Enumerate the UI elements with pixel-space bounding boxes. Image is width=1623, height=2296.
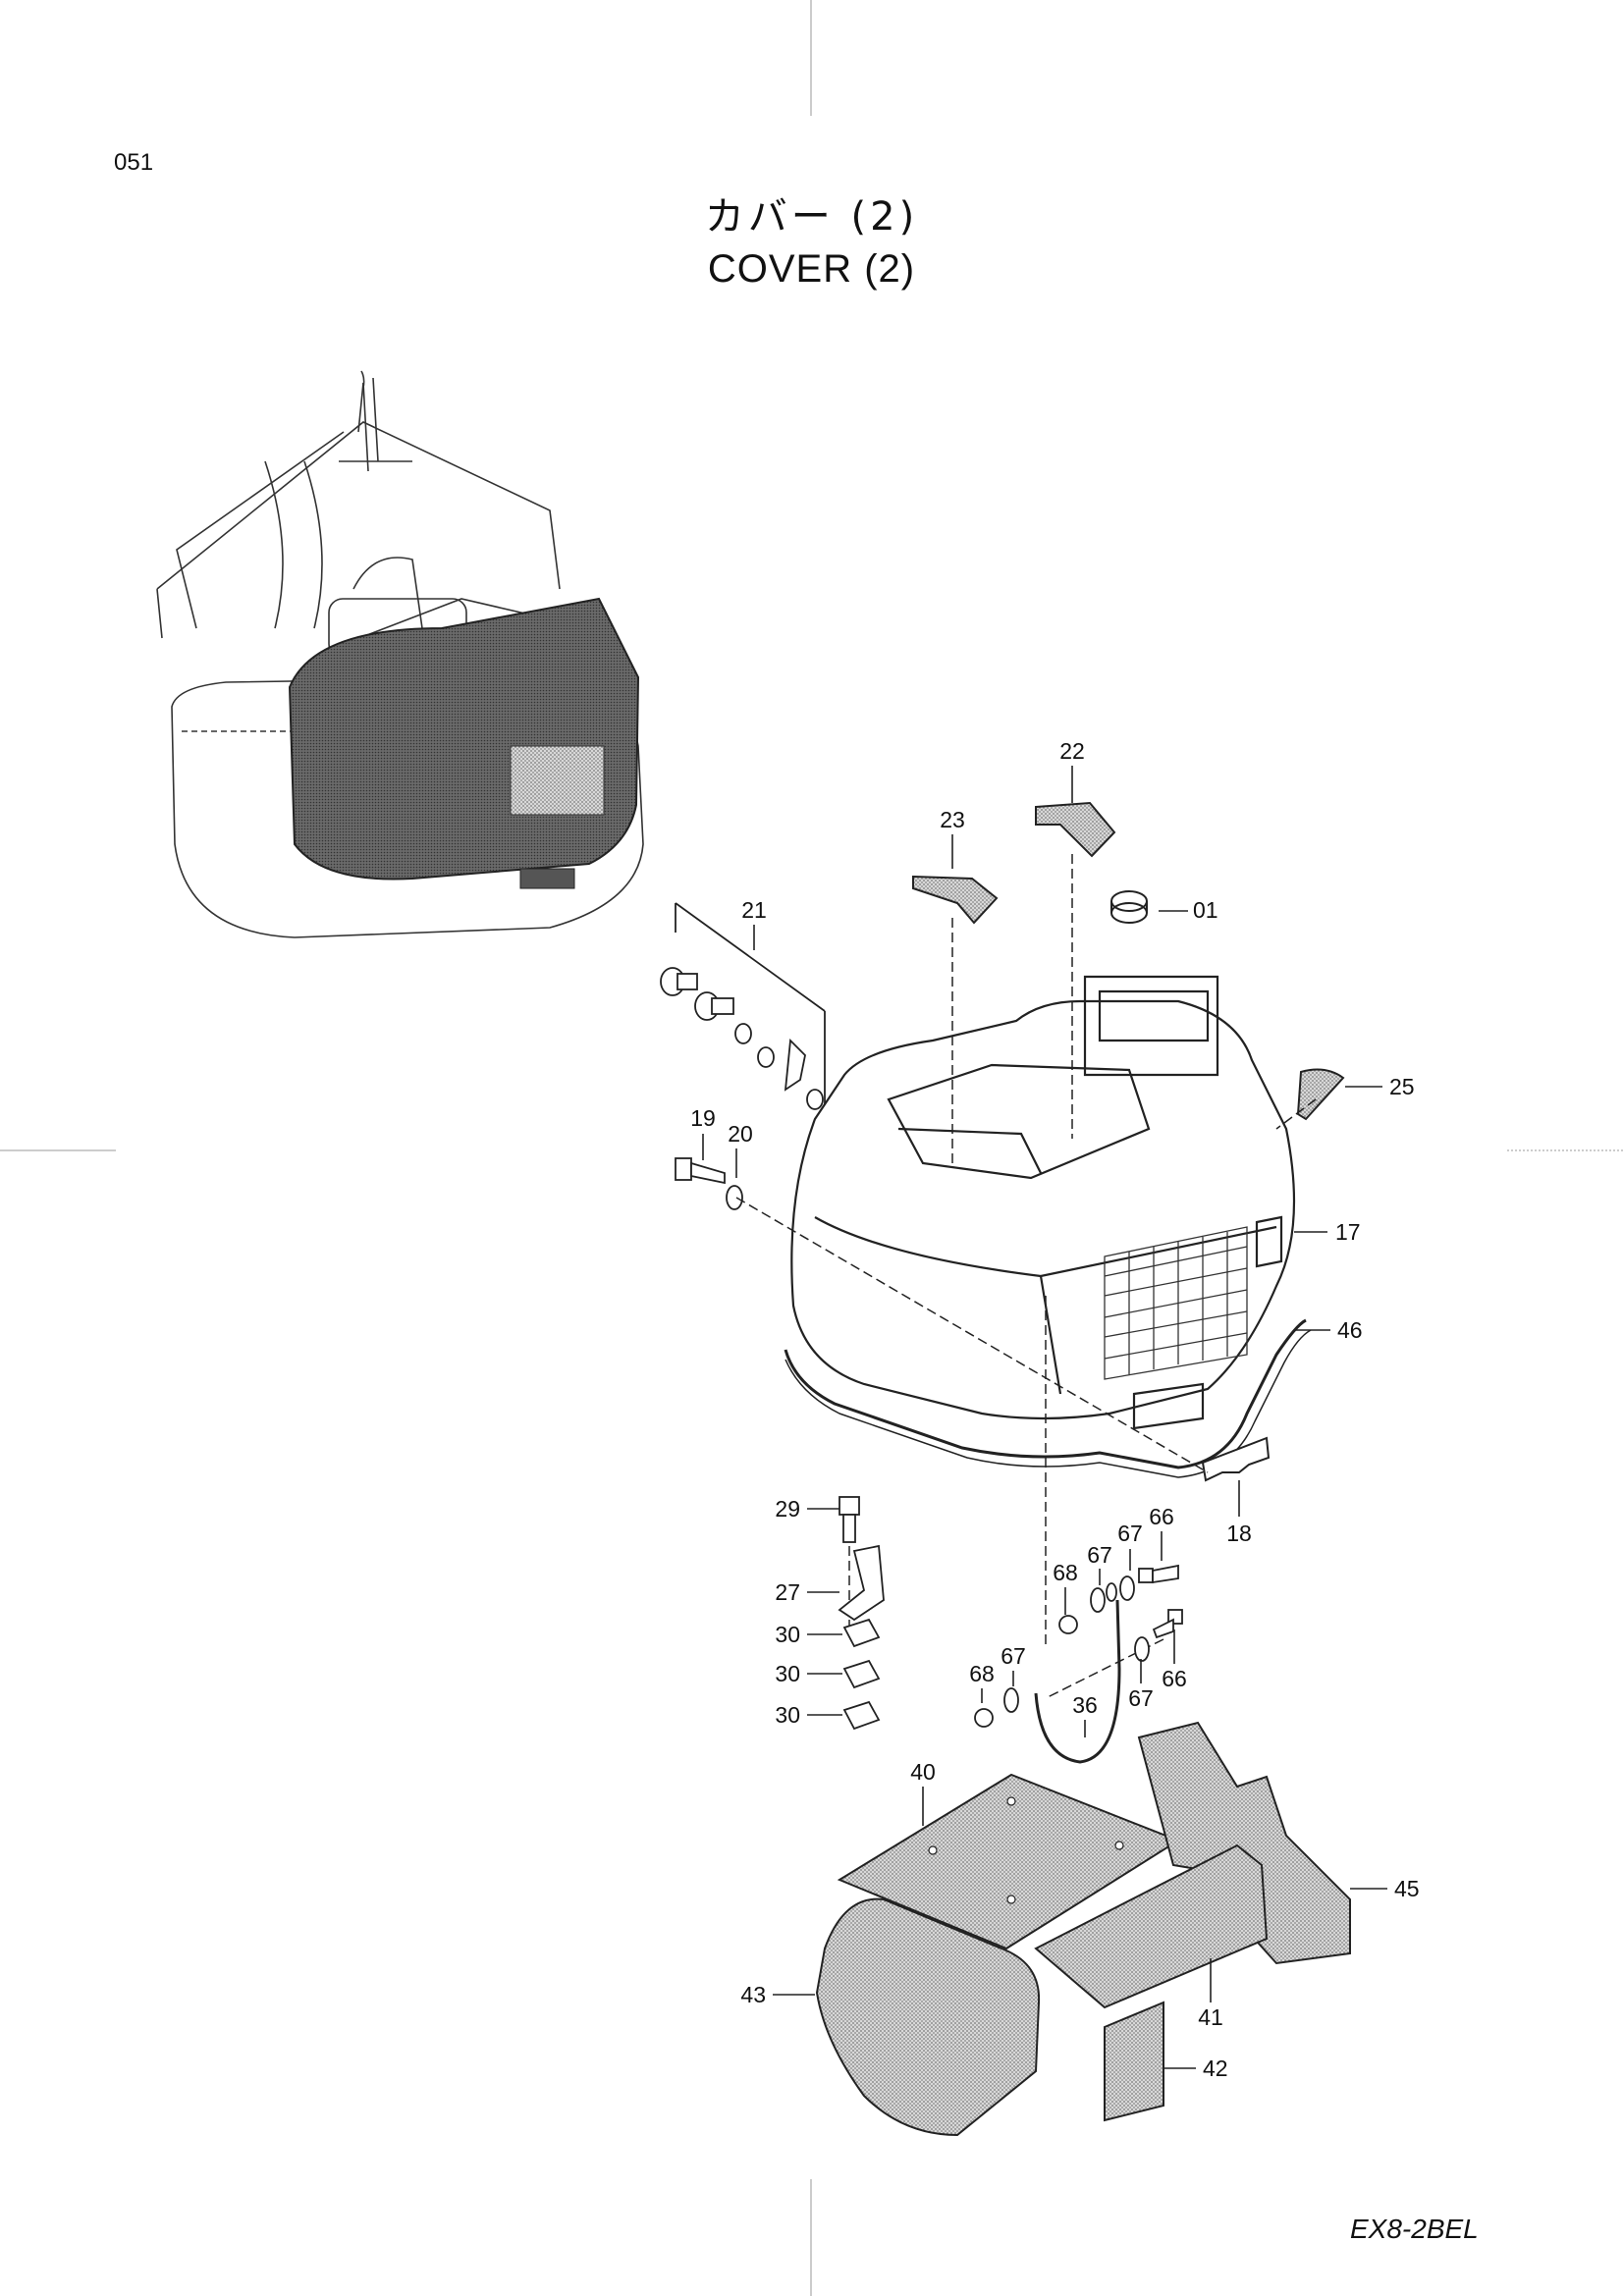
panel-41 (1034, 1843, 1269, 2009)
panel-43 (815, 1897, 1041, 2137)
panel-42 (1104, 2001, 1164, 2122)
part-label-67: 67 (1117, 1521, 1143, 1546)
edge-trim-46-inner (784, 1329, 1312, 1478)
model-code: EX8-2BEL (1350, 2214, 1479, 2244)
bracket-18 (1201, 1436, 1271, 1482)
part-label-30: 30 (775, 1622, 800, 1647)
part-label-23: 23 (940, 807, 965, 832)
overview-cover-shaded (288, 597, 640, 881)
part-label-25: 25 (1389, 1074, 1415, 1099)
part-label-19: 19 (690, 1105, 716, 1131)
ground-cable-36 (1034, 1599, 1121, 1764)
part-label-17: 17 (1335, 1219, 1361, 1245)
page-title-japanese: カバー (2) (704, 194, 919, 240)
shims-30 (842, 1618, 881, 1731)
part-label-22: 22 (1059, 738, 1085, 764)
part-label-36: 36 (1072, 1692, 1098, 1718)
assembly-lines (735, 854, 1317, 1699)
plate-22 (1035, 801, 1116, 858)
bracket-27 (838, 1544, 885, 1622)
grommet-01 (1110, 890, 1148, 924)
washer-20 (726, 1185, 743, 1210)
plate-23 (912, 875, 999, 925)
bolt-29 (839, 1496, 860, 1543)
page-title-english: COVER (2) (707, 247, 916, 291)
part-label-67: 67 (1001, 1643, 1026, 1669)
seal-strip-25 (1296, 1068, 1345, 1121)
panel-40-holes (928, 1796, 1124, 1904)
bolt-19 (675, 1157, 726, 1185)
part-label-27: 27 (775, 1579, 800, 1605)
part-label-43: 43 (740, 1982, 766, 2007)
hardware-66-67-68 (974, 1564, 1183, 1728)
overview-cover-grille (510, 745, 605, 889)
cover-grille (1104, 1226, 1248, 1380)
part-label-21: 21 (741, 897, 767, 923)
part-label-18: 18 (1226, 1521, 1252, 1546)
part-label-66: 66 (1149, 1504, 1174, 1529)
part-label-30: 30 (775, 1661, 800, 1686)
part-label-01: 01 (1193, 897, 1218, 923)
part-label-29: 29 (775, 1496, 800, 1522)
part-label-20: 20 (728, 1121, 753, 1147)
part-label-45: 45 (1394, 1876, 1420, 1901)
callout-group: 01 17 18 19 20 21 22 23 25 27 29 30 30 30 36 40 41 42 43 45… (690, 738, 1419, 2081)
part-label-67: 67 (1128, 1685, 1154, 1711)
part-label-46: 46 (1337, 1317, 1363, 1343)
page-number: 051 (114, 149, 154, 176)
part-label-66: 66 (1162, 1666, 1187, 1691)
part-label-41: 41 (1198, 2004, 1223, 2030)
part-label-68: 68 (969, 1661, 995, 1686)
part-label-67: 67 (1087, 1542, 1112, 1568)
part-label-40: 40 (910, 1759, 936, 1785)
part-label-68: 68 (1053, 1560, 1078, 1585)
part-label-42: 42 (1203, 2056, 1228, 2081)
edge-trim-46 (784, 1318, 1307, 1469)
main-cover-17 (790, 975, 1296, 1430)
part-label-30: 30 (775, 1702, 800, 1728)
fastener-set-21 (660, 902, 826, 1110)
